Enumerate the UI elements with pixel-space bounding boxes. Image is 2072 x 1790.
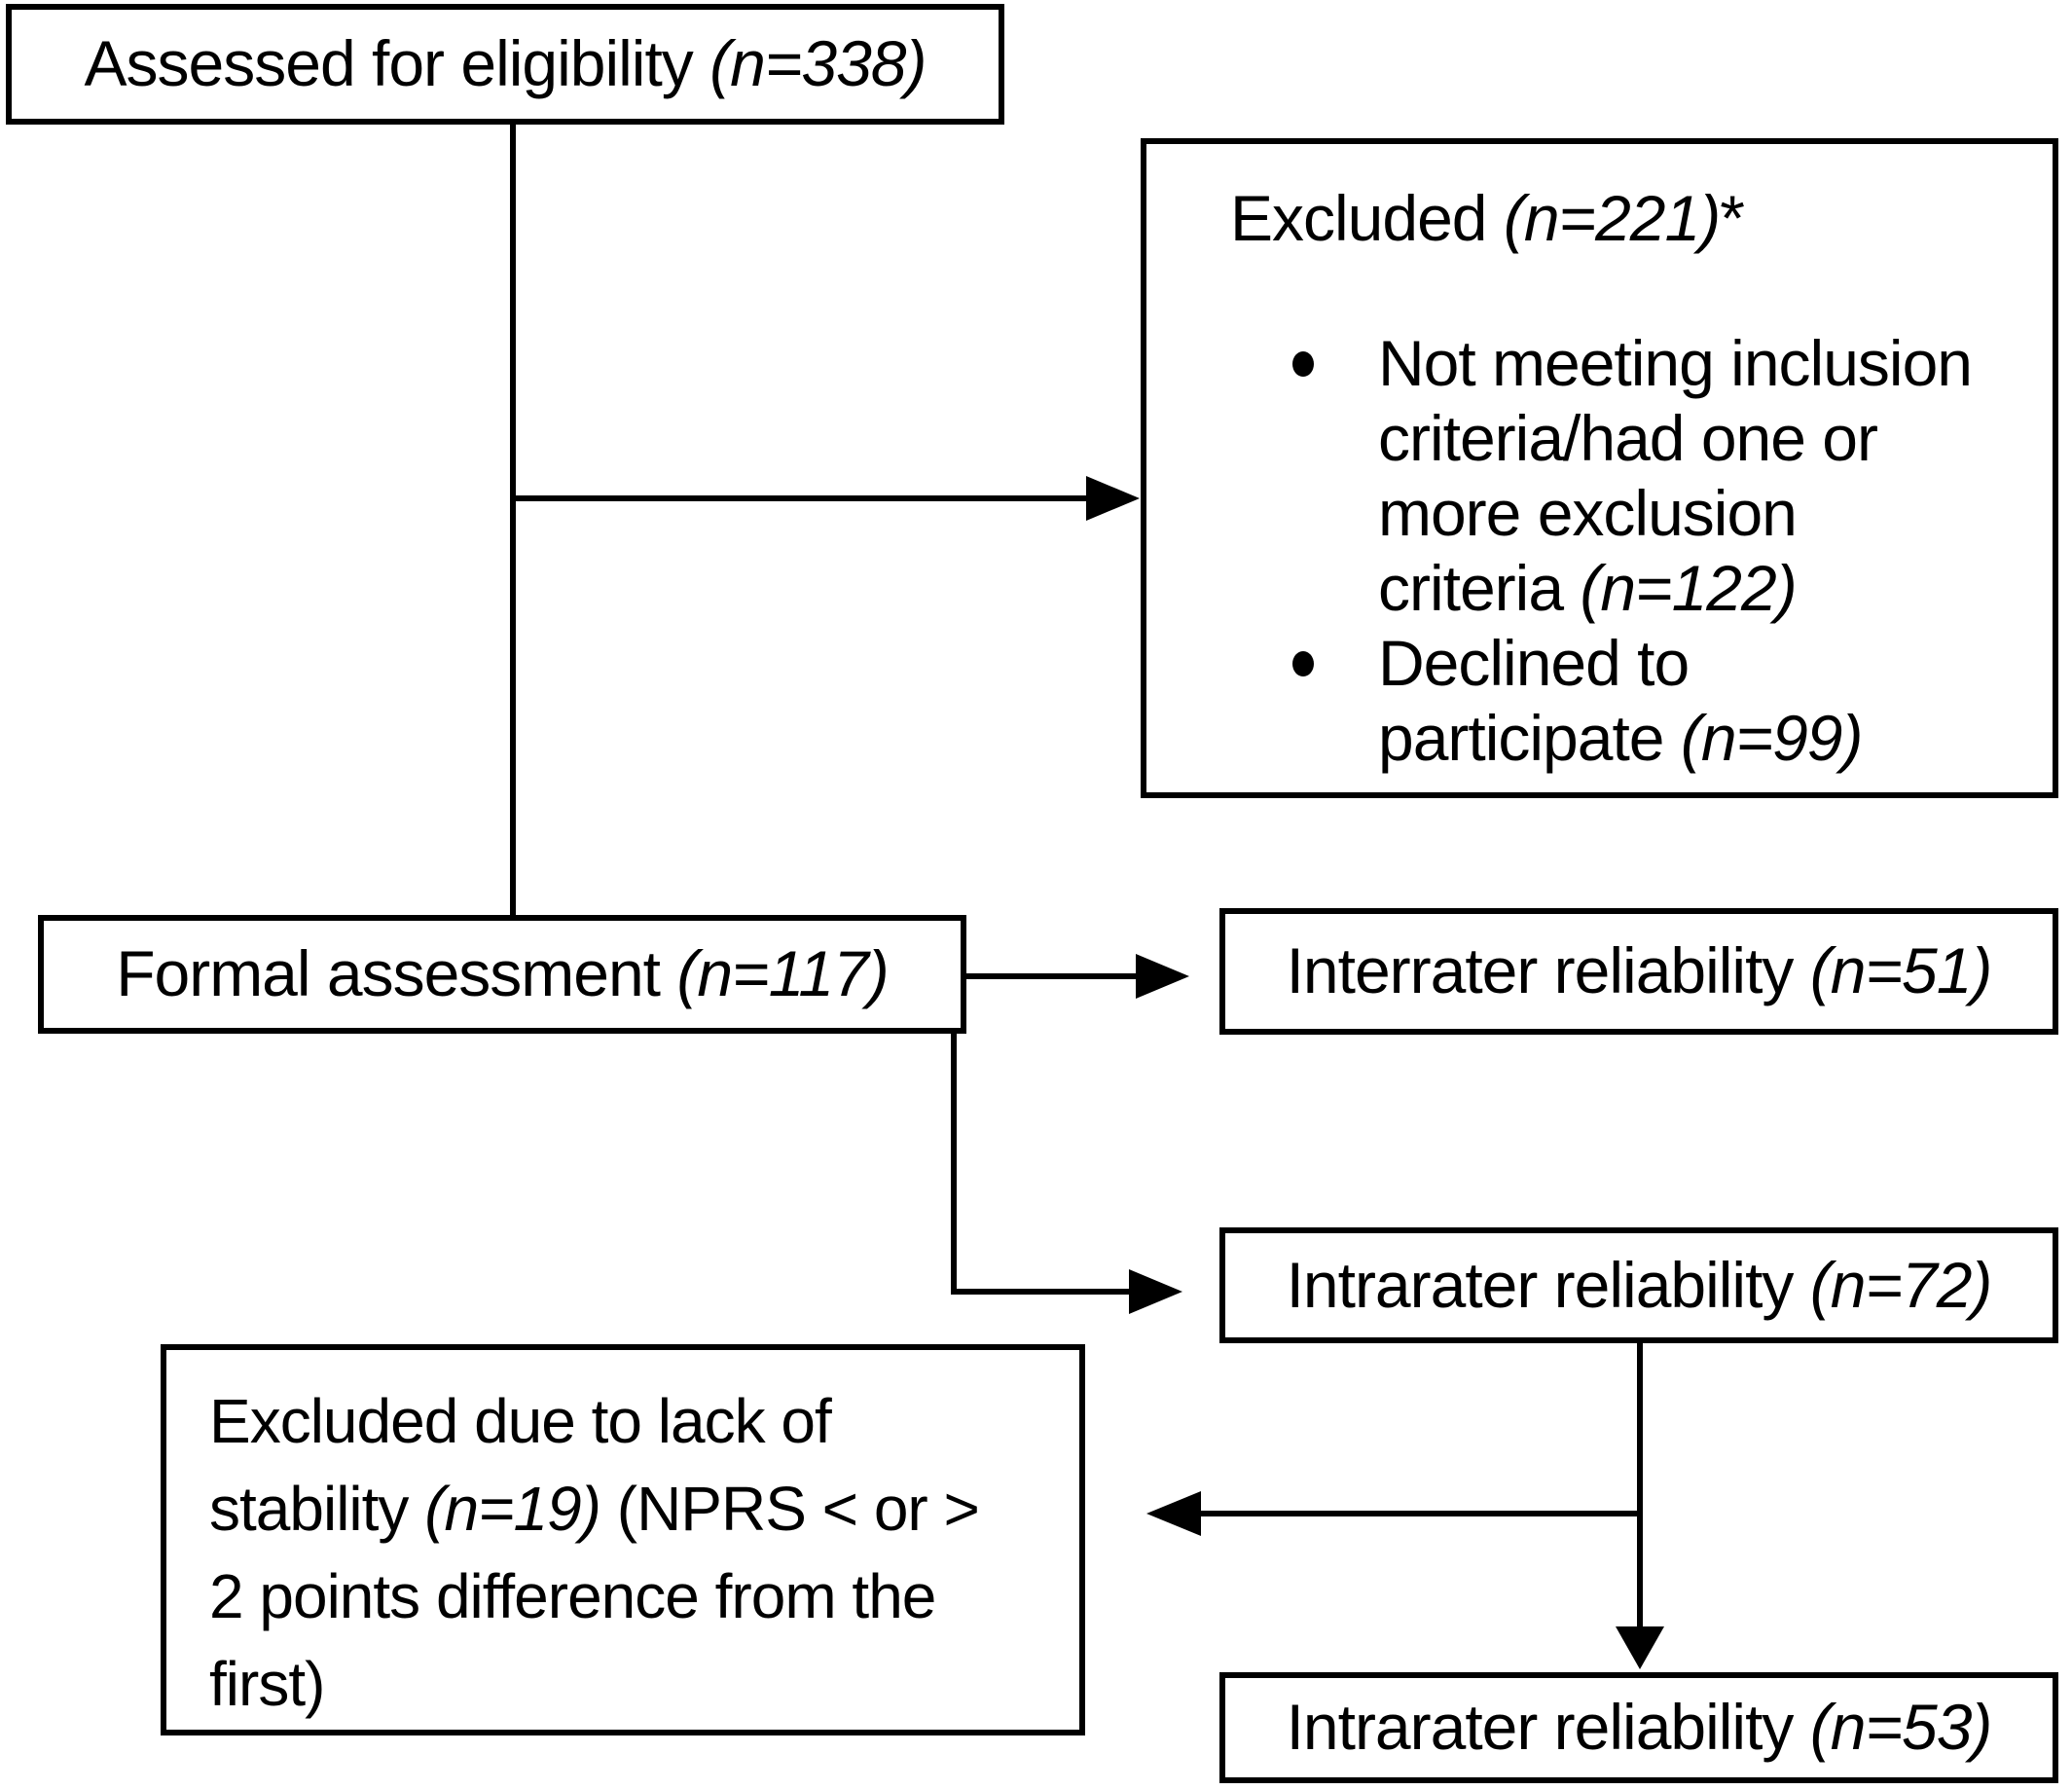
excluded-stability-label: Excluded due to lack of stability (n=19)… bbox=[209, 1386, 980, 1719]
list-item: Declined to participate (n=99) bbox=[1292, 626, 2033, 776]
box-assessed-eligibility: Assessed for eligibility (n=338) bbox=[6, 4, 1004, 125]
connector-formal-to-intrarater-vertical bbox=[951, 1028, 957, 1295]
box-excluded: Excluded (n=221)* Not meeting inclusion … bbox=[1141, 138, 2058, 798]
box-intrarater-reliability-72: Intrarater reliability (n=72) bbox=[1219, 1227, 2058, 1343]
assessed-eligibility-label: Assessed for eligibility (n=338) bbox=[84, 27, 927, 100]
formal-assessment-label: Formal assessment (n=117) bbox=[116, 937, 890, 1010]
arrowhead-to-excluded-icon bbox=[1086, 476, 1140, 521]
box-intrarater-reliability-53: Intrarater reliability (n=53) bbox=[1219, 1672, 2058, 1783]
intrarater-reliability-53-label: Intrarater reliability (n=53) bbox=[1286, 1691, 1993, 1764]
excluded-bullet-list: Not meeting inclusion criteria/had one o… bbox=[1146, 326, 2053, 776]
intrarater-reliability-72-label: Intrarater reliability (n=72) bbox=[1286, 1248, 1993, 1321]
connector-to-excluded-stability bbox=[1201, 1511, 1643, 1516]
arrowhead-to-excluded-stability-icon bbox=[1146, 1491, 1201, 1536]
box-formal-assessment: Formal assessment (n=117) bbox=[38, 915, 966, 1034]
connector-formal-to-interrater bbox=[961, 973, 1138, 979]
excluded-bullet-1: Not meeting inclusion criteria/had one o… bbox=[1378, 327, 1973, 624]
arrowhead-to-interrater-icon bbox=[1136, 954, 1189, 999]
interrater-reliability-label: Interrater reliability (n=51) bbox=[1286, 934, 1993, 1007]
bullet-dot bbox=[1292, 351, 1314, 377]
bullet-dot bbox=[1292, 651, 1314, 676]
connector-intrarater-72-to-53 bbox=[1637, 1343, 1643, 1628]
arrowhead-to-intrarater-53-icon bbox=[1616, 1626, 1664, 1669]
connector-assessed-to-formal bbox=[510, 123, 516, 915]
list-item: Not meeting inclusion criteria/had one o… bbox=[1292, 326, 2033, 626]
connector-formal-to-intrarater-horizontal bbox=[951, 1289, 1131, 1295]
excluded-title: Excluded (n=221)* bbox=[1230, 182, 1745, 254]
excluded-bullet-2: Declined to participate (n=99) bbox=[1378, 627, 1863, 774]
box-interrater-reliability: Interrater reliability (n=51) bbox=[1219, 908, 2058, 1035]
box-excluded-stability: Excluded due to lack of stability (n=19)… bbox=[161, 1344, 1085, 1735]
arrowhead-to-intrarater-72-icon bbox=[1129, 1269, 1182, 1314]
connector-to-excluded bbox=[513, 495, 1089, 501]
